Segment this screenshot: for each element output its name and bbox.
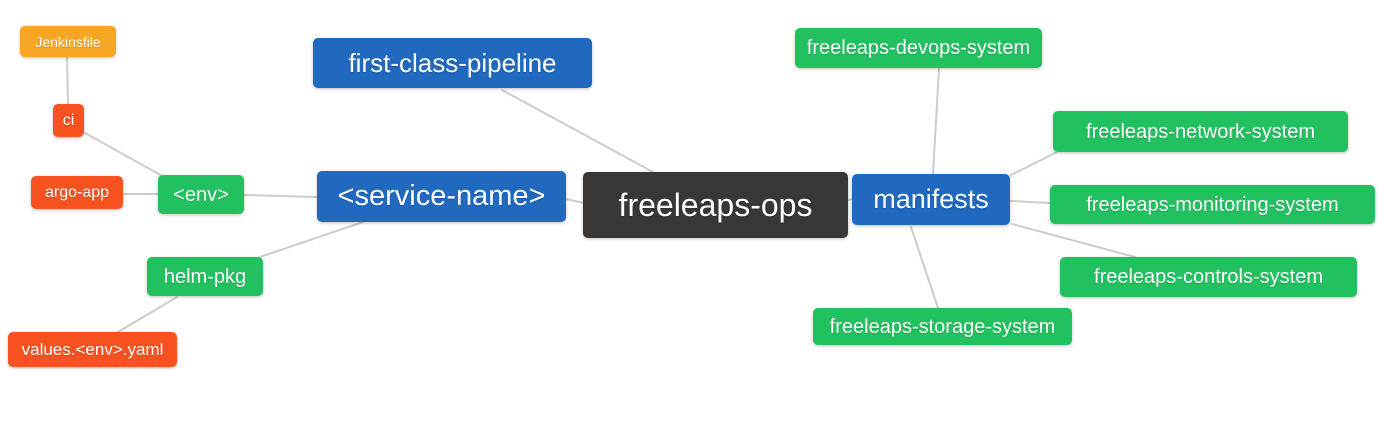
edge-manifests-to-controls-system: [1011, 223, 1136, 258]
node-ci[interactable]: ci: [53, 104, 84, 137]
edge-ci-to-env: [84, 132, 167, 179]
node-first-class-pipeline[interactable]: first-class-pipeline: [313, 38, 592, 88]
node-values-env-yaml[interactable]: values.<env>.yaml: [8, 332, 177, 367]
node-freeleaps-ops[interactable]: freeleaps-ops: [583, 172, 848, 238]
node-argo-app[interactable]: argo-app: [31, 176, 123, 209]
edge-manifests-to-network-system: [1010, 151, 1058, 176]
node-devops-system[interactable]: freeleaps-devops-system: [795, 28, 1042, 68]
node-controls-system[interactable]: freeleaps-controls-system: [1060, 257, 1357, 297]
node-service-name[interactable]: <service-name>: [317, 171, 566, 222]
edge-helm-pkg-to-values-env-yaml: [117, 296, 178, 333]
node-helm-pkg[interactable]: helm-pkg: [147, 257, 263, 296]
node-monitoring-system[interactable]: freeleaps-monitoring-system: [1050, 185, 1375, 224]
edge-first-class-pipeline-to-freeleaps-ops: [501, 89, 654, 173]
node-jenkinsfile[interactable]: Jenkinsfile: [20, 26, 116, 57]
edge-env-to-service-name: [243, 194, 318, 198]
node-storage-system[interactable]: freeleaps-storage-system: [813, 308, 1072, 345]
node-env[interactable]: <env>: [158, 175, 244, 214]
node-manifests[interactable]: manifests: [852, 174, 1010, 225]
edge-service-name-to-freeleaps-ops: [565, 198, 585, 204]
edge-service-name-to-helm-pkg: [259, 221, 364, 258]
edge-jenkinsfile-to-ci: [66, 56, 69, 105]
edge-manifests-to-monitoring-system: [1010, 200, 1051, 204]
node-network-system[interactable]: freeleaps-network-system: [1053, 111, 1348, 152]
edge-manifests-to-devops-system: [932, 67, 940, 175]
edge-manifests-to-storage-system: [910, 226, 939, 309]
